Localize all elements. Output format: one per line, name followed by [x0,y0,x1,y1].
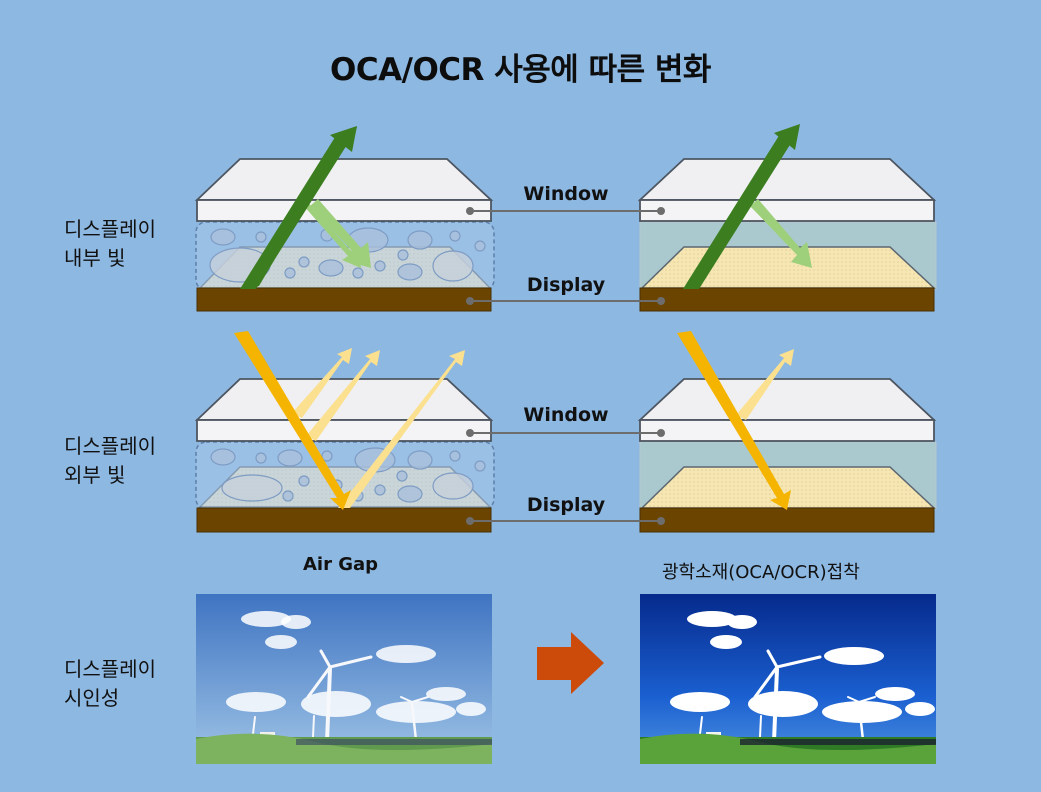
window-front-face [196,419,492,442]
window-top-face [637,378,937,421]
row-label-visibility: 디스플레이 시인성 [64,655,156,713]
row-label-internal-light: 디스플레이 내부 빛 [64,215,156,273]
inner-reflected-light [750,199,812,268]
window-top-face [637,158,937,201]
window-front-face [639,419,935,442]
window-label: Window [523,404,609,426]
wind-turbine-photo-washed-out [196,594,492,764]
display-panel [196,287,492,312]
page-title: OCA/OCR 사용에 따른 변화 [330,52,711,88]
display-surface [640,246,936,289]
window-top-face [194,158,494,201]
outer-incident-light [234,331,351,510]
oca-bonding-caption: 광학소재(OCA/OCR)접착 [662,562,860,583]
right-arrow-icon [537,632,604,694]
window-front-face [196,199,492,222]
stack-airgap-internal [194,127,495,312]
stack-oca-external [637,331,937,533]
display-panel [639,507,935,533]
window-front-face [639,199,935,222]
inner-transmitted-light [683,134,793,289]
row-label-line2: 내부 빛 [64,246,126,270]
outer-incident-light [677,331,791,510]
row-label-line2: 외부 빛 [64,463,126,487]
row-label-line2: 시인성 [64,686,120,710]
window-label: Window [523,183,609,205]
row-label-line1: 디스플레이 [64,434,156,458]
row-label-external-light: 디스플레이 외부 빛 [64,432,156,490]
row-label-line1: 디스플레이 [64,217,156,241]
display-label: Display [526,274,606,296]
row-label-line1: 디스플레이 [64,657,156,681]
outer-reflected-light [292,348,465,508]
outer-reflected-light [736,349,794,420]
wind-turbine-photo-vivid [640,594,936,764]
stack-airgap-external [194,331,495,533]
display-label: Display [526,494,606,516]
stack-oca-internal [637,124,937,312]
display-panel [639,287,935,312]
air-bubbles [210,447,486,503]
inner-reflected-light [297,199,371,268]
air-gap-caption: Air Gap [303,554,379,575]
display-panel [196,507,492,533]
